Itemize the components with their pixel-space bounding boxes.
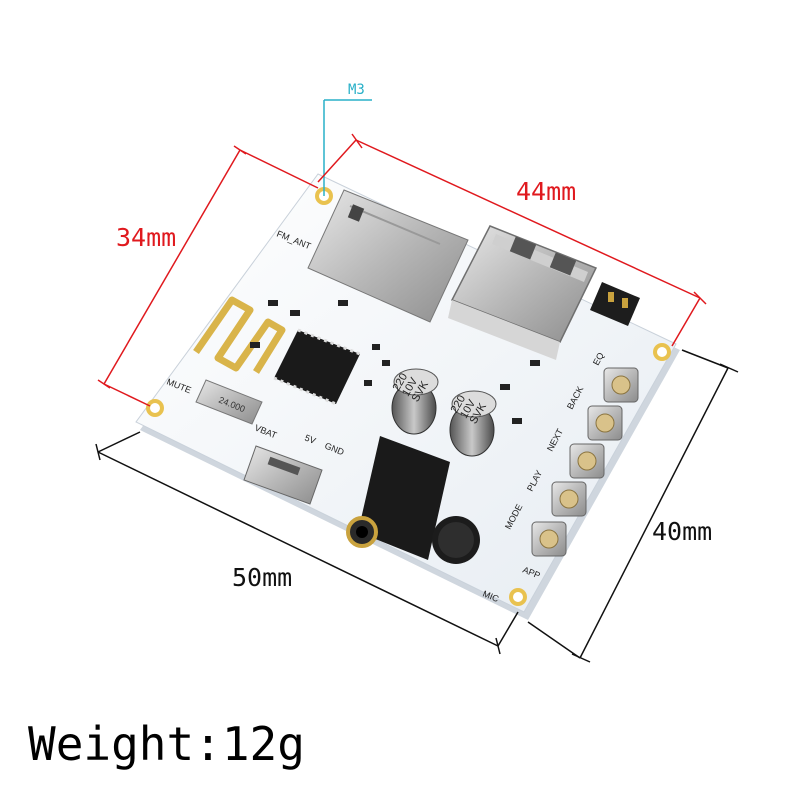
crystal-oscillator: 24.000 [195, 379, 263, 425]
button-eq [603, 367, 639, 403]
button-next [569, 443, 605, 479]
capacitor-1: 22010VSVK [391, 368, 439, 435]
red-dimension-lines [97, 133, 707, 407]
microphone [432, 516, 480, 564]
button-mode [531, 521, 567, 557]
screw-callout: M3 [323, 82, 372, 196]
dimension-depth-left: 34mm [116, 223, 176, 252]
dimension-depth-right: 40mm [652, 517, 712, 546]
micro-usb-port [243, 445, 323, 505]
pin-header [590, 282, 640, 326]
weight-label: Weight:12g [28, 717, 305, 771]
black-dimension-lines [95, 349, 739, 663]
capacitor-2: 22010VSVK [449, 390, 497, 457]
tactile-buttons [531, 367, 639, 557]
audio-jack [346, 436, 450, 560]
smd-components [250, 300, 540, 424]
screw-label: M3 [348, 82, 365, 98]
dimension-width-bottom: 50mm [232, 563, 292, 592]
sd-card-slot [307, 189, 469, 323]
silk-5v: 5V [303, 433, 317, 446]
button-play [551, 481, 587, 517]
antenna-trace [193, 296, 286, 374]
dimension-width-top: 44mm [516, 177, 576, 206]
usb-port [448, 225, 598, 360]
main-ic-chip [273, 328, 361, 406]
button-back [587, 405, 623, 441]
mounting-holes [146, 187, 671, 606]
